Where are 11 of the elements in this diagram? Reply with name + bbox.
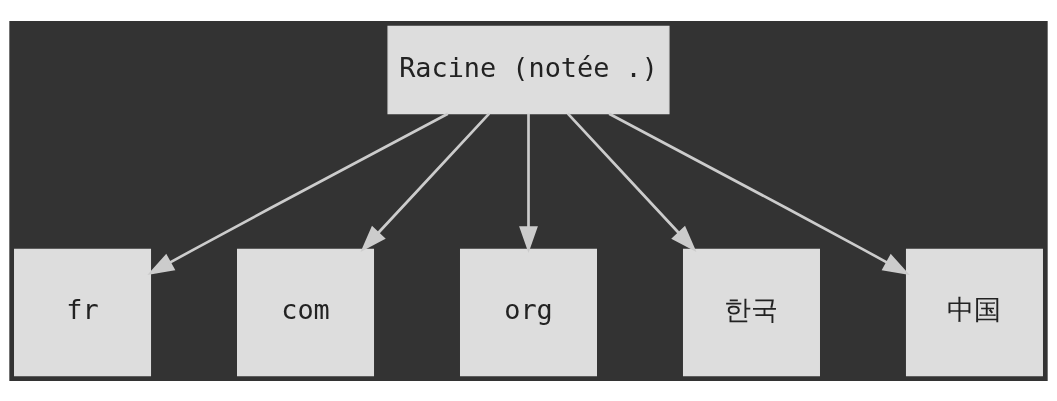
node-box: 中国	[905, 248, 1043, 376]
arrow	[519, 113, 538, 253]
node-box: Racine (notée .)	[387, 25, 670, 114]
node-box: 한국	[683, 248, 820, 376]
arrow	[147, 112, 449, 275]
arrow	[608, 112, 910, 275]
node-box: fr	[14, 248, 152, 376]
node-box: com	[237, 248, 375, 376]
arrow	[360, 112, 491, 252]
node-box: org	[460, 248, 597, 376]
arrow	[566, 112, 697, 252]
